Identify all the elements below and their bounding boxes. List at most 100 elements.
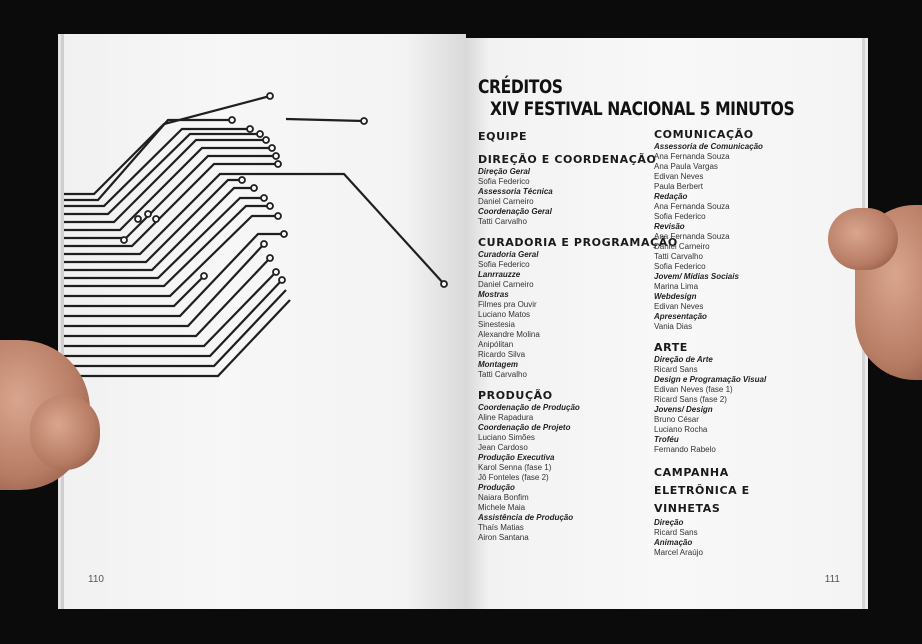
credit-role: Lanrrauzze [478,270,521,279]
credit-name: Ana Fernanda Souza [654,202,730,211]
credit-role: Assistência de Produção [478,513,574,522]
right-page: CRÉDITOS XIV FESTIVAL NACIONAL 5 MINUTOS… [466,38,862,609]
credit-name: Michele Maia [478,503,526,512]
credit-role: Webdesign [654,292,697,301]
credit-role: Revisão [654,222,685,231]
circuit-node [260,240,268,248]
credit-name: Fernando Rabelo [654,445,716,454]
circuit-node [250,184,258,192]
credit-role: Troféu [654,435,679,444]
credit-role: Jovens/ Design [654,405,713,414]
section-heading: COMUNICAÇÃO [654,128,754,141]
circuit-node [266,254,274,262]
credits-column-left: EQUIPE DIREÇÃO E COORDENAÇÃO Direção Ger… [478,130,678,552]
credit-name: Ana Fernanda Souza [654,232,730,241]
credit-name: Bruno César [654,415,699,424]
circuit-trace [64,132,260,216]
credit-name: Daniel Carneiro [478,197,534,206]
circuit-node [134,215,142,223]
credit-role: Direção Geral [478,167,531,176]
credit-name: Jean Cardoso [478,443,528,452]
credit-role: Montagem [478,360,518,369]
credit-role: Produção [478,483,515,492]
credit-name: Ana Fernanda Souza [654,152,730,161]
circuit-node [266,92,274,100]
circuit-trace [64,289,287,368]
circuit-node [144,210,152,218]
credit-name: Anipólitan [478,340,514,349]
circuit-node [274,160,282,168]
credit-name: Ricard Sans [654,365,698,374]
circuit-node [246,125,254,133]
circuit-node [266,202,274,210]
credit-name: Sinestesia [478,320,515,329]
credit-name: Marina Lima [654,282,699,291]
credit-name: Filmes pra Ouvir [478,300,537,309]
credit-role: Produção Executiva [478,453,555,462]
circuit-trace [64,214,278,298]
credit-name: Luciano Rocha [654,425,708,434]
circuit-trace [285,117,365,123]
circuit-node [260,194,268,202]
credit-role: Coordenação de Projeto [478,423,571,432]
circuit-node [440,280,448,288]
credit-role: Direção [654,518,684,527]
credit-name: Sofia Federico [654,212,706,221]
section-heading: CURADORIA E PROGRAMAÇÃO [478,236,678,249]
credit-name: Sofia Federico [654,262,706,271]
section-heading: ARTE [654,341,688,354]
credit-role: Assessoria Técnica [478,187,553,196]
page-number-right: 111 [824,574,840,585]
credit-role: Redação [654,192,688,201]
credit-role: Mostras [478,290,509,299]
credit-name: Edivan Neves [654,172,704,181]
circuit-trace [64,186,254,272]
credit-name: Ricardo Silva [478,350,526,359]
credit-role: Coordenação de Produção [478,403,580,412]
credit-role: Apresentação [654,312,707,321]
open-booklet: 110 CRÉDITOS XIV FESTIVAL NACIONAL 5 MIN… [56,34,866,609]
credit-name: Tatti Carvalho [654,252,703,261]
circuit-node [152,215,160,223]
circuit-node [228,116,236,124]
page-title: CRÉDITOS [478,76,563,98]
circuit-node [238,176,246,184]
section-heading: CAMPANHA ELETRÔNICA E VINHETAS [654,466,750,515]
credit-role: Jovem/ Mídias Sociais [654,272,739,281]
circuit-trace [64,299,291,378]
circuit-trace [64,257,271,338]
credit-name: Airon Santana [478,533,529,542]
credit-name: Luciano Matos [478,310,531,319]
credit-name: Luciano Simões [478,433,535,442]
credit-name: Sofia Federico [478,260,530,269]
circuit-trace [64,118,232,202]
page-subtitle: XIV FESTIVAL NACIONAL 5 MINUTOS [490,98,795,120]
section-heading: PRODUÇÃO [478,389,553,402]
circuit-trace [64,279,283,358]
circuit-node [274,212,282,220]
credit-name: Thaís Matias [478,523,524,532]
circuit-node [256,130,264,138]
section-heading: DIREÇÃO E COORDENAÇÃO [478,153,657,166]
section-heading: EQUIPE [478,130,528,143]
circuit-trace [64,232,284,318]
circuit-illustration [64,92,448,378]
circuit-node [272,268,280,276]
credit-name: Ricard Sans (fase 2) [654,395,727,404]
circuit-node [200,272,208,280]
credit-name: Tatti Carvalho [478,370,527,379]
credit-name: Vania Dias [654,322,693,331]
circuit-node [268,144,276,152]
left-thumb [30,395,100,470]
circuit-trace [64,196,264,280]
credit-name: Marcel Araújo [654,548,703,557]
credit-name: Sofia Federico [478,177,530,186]
circuit-node [262,136,270,144]
circuit-trace [64,127,250,208]
credit-role: Assessoria de Comunicação [654,142,763,151]
circuit-trace [64,138,266,224]
